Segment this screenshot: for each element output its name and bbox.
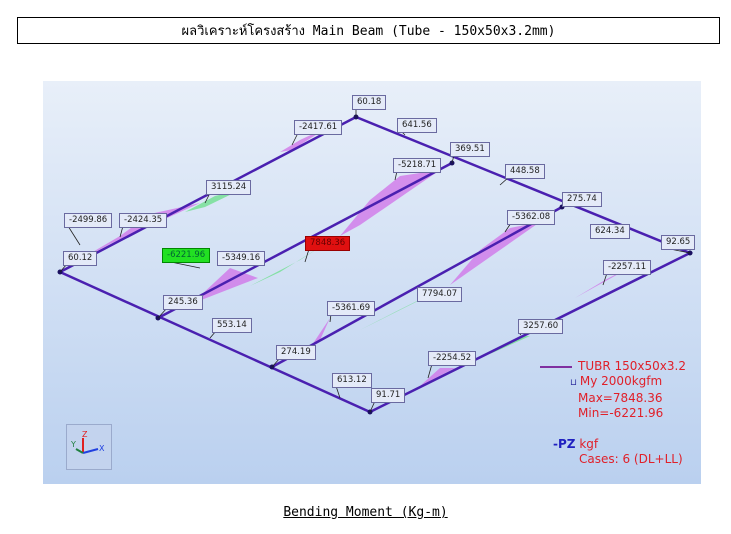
moment-label: 60.18 (352, 95, 387, 110)
moment-label: 641.56 (397, 118, 437, 133)
axis-triad-button[interactable]: Z X Y (66, 424, 112, 470)
moment-label: -5361.69 (327, 301, 376, 316)
load-info: -PZ kgf Cases: 6 (DL+LL) (553, 437, 683, 467)
axis-z-label: Z (82, 430, 88, 439)
moment-fill (450, 222, 540, 285)
label-leader-line (602, 272, 608, 286)
moment-label: -5218.71 (393, 158, 442, 173)
moment-label: 3115.24 (206, 180, 252, 195)
analysis-viewport[interactable]: 60.18 -2417.61 641.56 369.51 -5218.71 448.58 3… (43, 81, 701, 484)
moment-fill (185, 190, 240, 212)
legend-line-swatch (540, 365, 572, 368)
moment-label: 624.34 (590, 224, 630, 239)
load-cases: Cases: 6 (DL+LL) (579, 452, 683, 466)
moment-fill (340, 170, 440, 236)
page-title: ผลวิเคราะห์โครงสร้าง Main Beam (Tube - 1… (17, 17, 720, 44)
moment-label: 369.51 (450, 142, 490, 157)
moment-label: 448.58 (505, 164, 545, 179)
legend-scale: My 2000kgfm (579, 374, 663, 388)
load-direction: -PZ (553, 437, 576, 451)
min-moment-label: -6221.96 (162, 248, 211, 263)
moment-label: 613.12 (332, 373, 372, 388)
max-moment-label: 7848.36 (305, 236, 351, 251)
label-leader-line (427, 363, 433, 379)
label-leader-line (304, 248, 310, 263)
axis-x-label: X (99, 444, 105, 453)
moment-label: 553.14 (212, 318, 252, 333)
moment-label: -5349.16 (217, 251, 266, 266)
moment-label: -5362.08 (507, 210, 556, 225)
moment-fill (490, 336, 530, 354)
figure-caption: Bending Moment (Kg-m) (283, 505, 448, 520)
label-leader-line (67, 225, 81, 246)
axis-y-label: Y (70, 440, 76, 449)
moment-label: 7794.07 (417, 287, 463, 302)
axis-triad-icon: Z X Y (70, 430, 105, 454)
moment-label: 274.19 (276, 345, 316, 360)
legend-max: Max=7848.36 (578, 391, 663, 405)
moment-label: -2417.61 (294, 120, 343, 135)
label-leader-line (335, 385, 341, 399)
moment-label: 60.12 (63, 251, 98, 266)
legend-min: Min=-6221.96 (578, 406, 664, 420)
legend: TUBR 150x50x3.2 ⊔ My 2000kgfm Max=7848.3… (540, 359, 686, 421)
legend-scale-icon: ⊔ (570, 378, 580, 388)
frame-diagram (57, 108, 694, 415)
moment-label: 3257.60 (518, 319, 564, 334)
moment-label: -2499.86 (64, 213, 113, 228)
moment-label: -2424.35 (119, 213, 168, 228)
moment-label: 275.74 (562, 192, 602, 207)
load-unit: kgf (579, 437, 599, 451)
moment-label: -2257.11 (603, 260, 652, 275)
moment-label: 92.65 (661, 235, 696, 250)
moment-fill (360, 292, 435, 330)
moment-label: 91.71 (371, 388, 406, 403)
moment-label: -2254.52 (428, 351, 477, 366)
moment-label: 245.36 (163, 295, 203, 310)
legend-section: TUBR 150x50x3.2 (578, 359, 686, 373)
label-leader-line (291, 132, 299, 146)
